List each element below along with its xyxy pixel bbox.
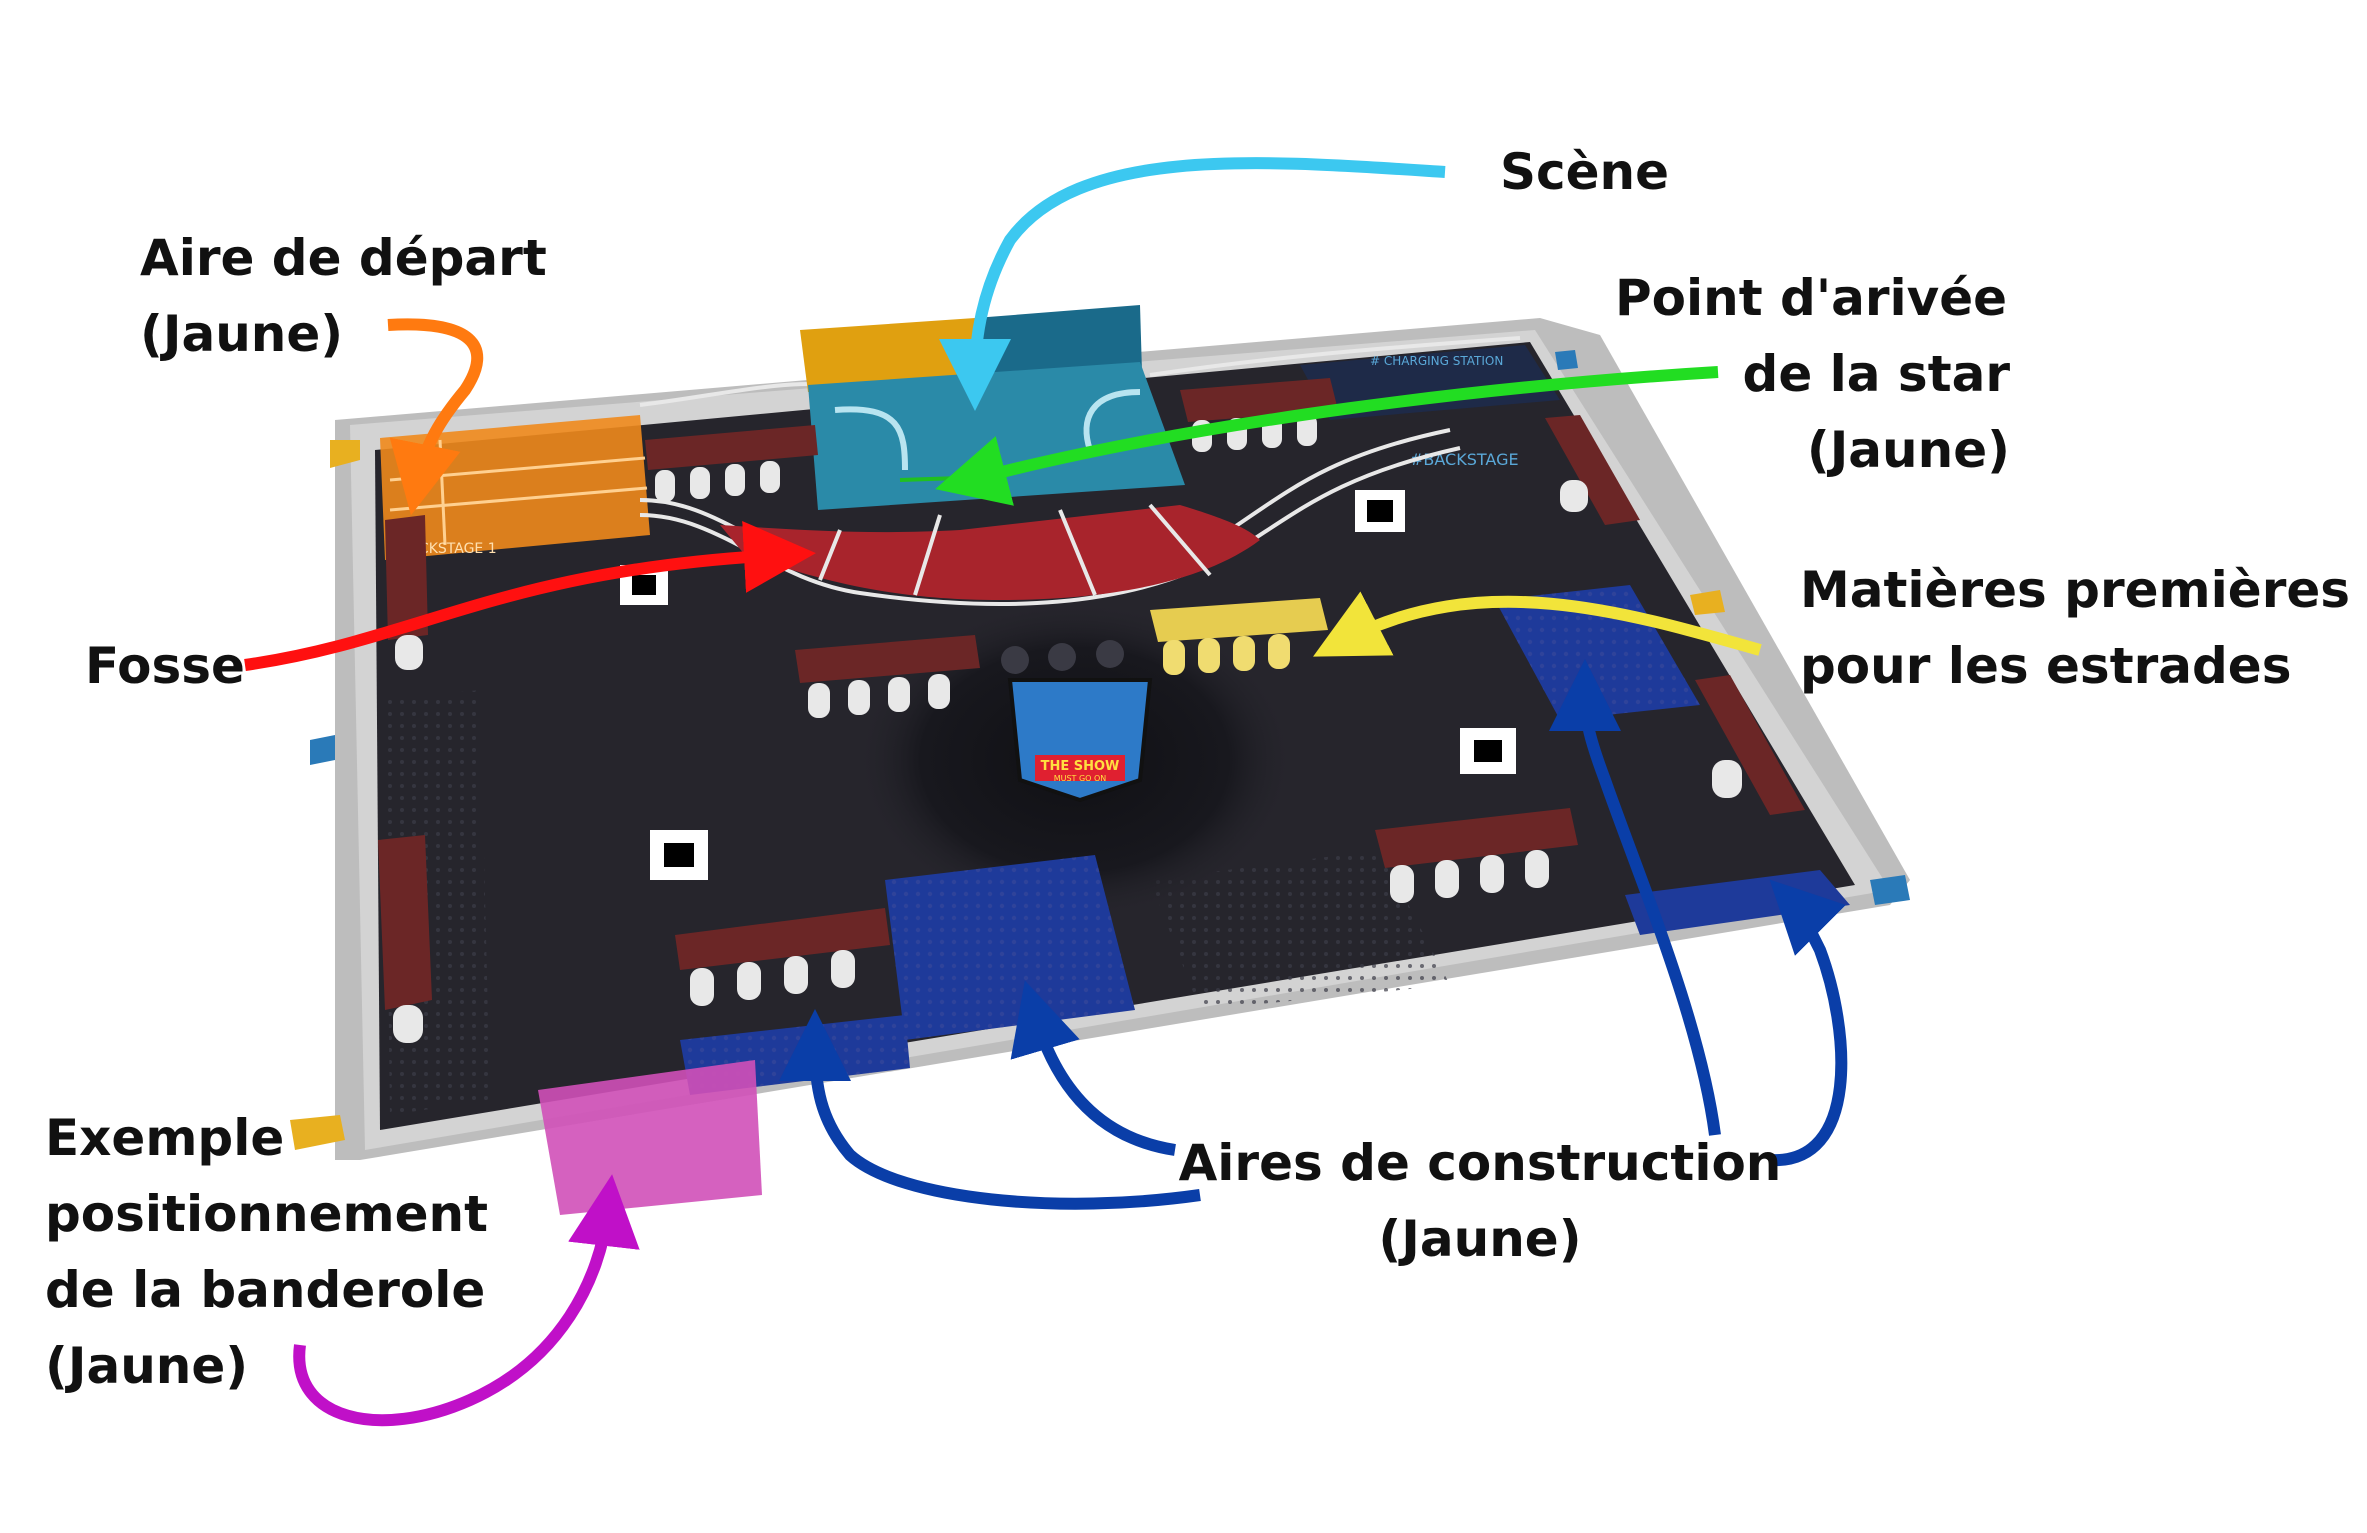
center-logo: THE SHOW MUST GO ON <box>1001 640 1153 803</box>
construction-arrow-2 <box>1010 980 1176 1156</box>
label-point-arrivee: Point d'arivée de la star (Jaune) <box>1615 269 2010 479</box>
label-scene: Scène <box>1500 143 1670 201</box>
logo-line1: THE SHOW <box>1041 759 1120 774</box>
pit <box>720 503 1260 600</box>
backstage-right-text: #BACKSTAGE <box>1410 450 1519 469</box>
depart-arrow <box>387 318 484 516</box>
label-aire-depart: Aire de départ (Jaune) <box>140 229 547 363</box>
construction-arrow-4 <box>1769 879 1848 1167</box>
charging-station-text: # CHARGING STATION <box>1370 354 1503 368</box>
raw-materials-yellow <box>1150 598 1328 675</box>
fosse-arrow <box>244 520 816 671</box>
construction-arrow-1 <box>779 1009 1201 1210</box>
star-arrow <box>935 366 1719 506</box>
label-matieres: Matières premières pour les estrades <box>1800 561 2351 695</box>
bottom-pattern-strip <box>1150 850 1450 1010</box>
label-aires-construction: Aires de construction (Jaune) <box>1178 1134 1782 1268</box>
banderole-arrow <box>293 1174 640 1427</box>
label-exemple-banderole: Exemple positionnement de la banderole (… <box>45 1109 489 1395</box>
matieres-arrow <box>1313 591 1762 657</box>
logo-line2: MUST GO ON <box>1054 774 1107 783</box>
scene-arrow <box>939 157 1446 411</box>
construction-arrow-3 <box>1549 659 1721 1136</box>
corner-tabs <box>290 350 1910 1150</box>
platforms <box>378 378 1805 1043</box>
label-fosse: Fosse <box>85 637 245 695</box>
scene <box>800 305 1185 510</box>
